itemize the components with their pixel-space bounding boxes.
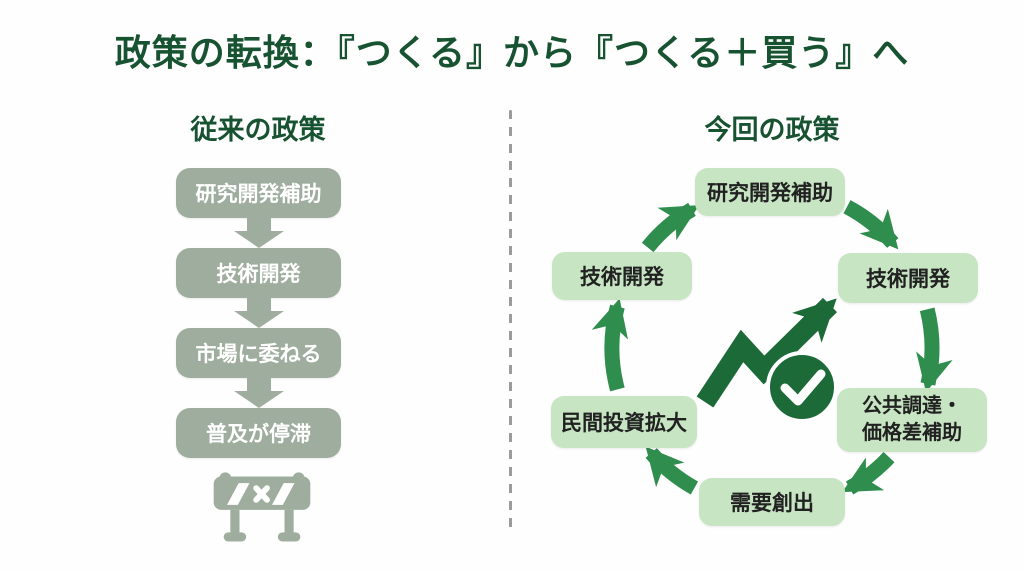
- dashed-divider: [509, 110, 512, 535]
- legacy-policy-flow: 研究開発補助 技術開発 市場に委ねる 普及が停滞: [176, 168, 341, 458]
- cycle-arrow-right-to-bottomright: [916, 307, 953, 393]
- cycle-node-tech-dev-left: 技術開発: [552, 252, 692, 300]
- cycle-node-public-procurement: 公共調達・価格差補助: [837, 388, 987, 452]
- cycle-node-rd-subsidy: 研究開発補助: [695, 168, 845, 216]
- new-policy-cycle: 研究開発補助 技術開発 公共調達・価格差補助 需要創出 民間投資拡大 技術開発: [520, 150, 1024, 570]
- down-arrow-icon: [233, 218, 284, 248]
- cycle-arrows-layer: [591, 200, 953, 495]
- cycle-node-demand-creation: 需要創出: [699, 478, 845, 526]
- check-circle-icon: [766, 351, 838, 423]
- road-closed-barrier-icon: [212, 468, 312, 550]
- down-arrow-icon: [233, 378, 284, 408]
- left-panel-heading: 従来の政策: [190, 115, 326, 145]
- cycle-arrow-bottomright-to-bottom: [842, 451, 895, 495]
- flow-step-leave-to-market: 市場に委ねる: [176, 328, 341, 378]
- down-arrow-icon: [233, 298, 284, 328]
- cycle-node-private-investment: 民間投資拡大: [551, 396, 697, 448]
- trend-up-arrow-icon: [696, 297, 838, 408]
- right-panel-heading: 今回の政策: [704, 115, 840, 145]
- cycle-arrow-bottom-to-bottomleft: [645, 446, 699, 495]
- cycle-arrow-bottomleft-to-left: [591, 298, 629, 392]
- flow-step-rd-subsidy: 研究開発補助: [176, 168, 341, 218]
- cycle-node-tech-dev-right: 技術開発: [838, 253, 978, 303]
- page-title: 政策の転換：『つくる』から『つくる＋買う』へ: [114, 32, 910, 73]
- cycle-arrow-left-to-top: [641, 202, 700, 253]
- cycle-arrow-top-to-right: [843, 200, 899, 250]
- flow-step-diffusion-stalls: 普及が停滞: [176, 408, 341, 458]
- flow-step-tech-dev: 技術開発: [176, 248, 341, 298]
